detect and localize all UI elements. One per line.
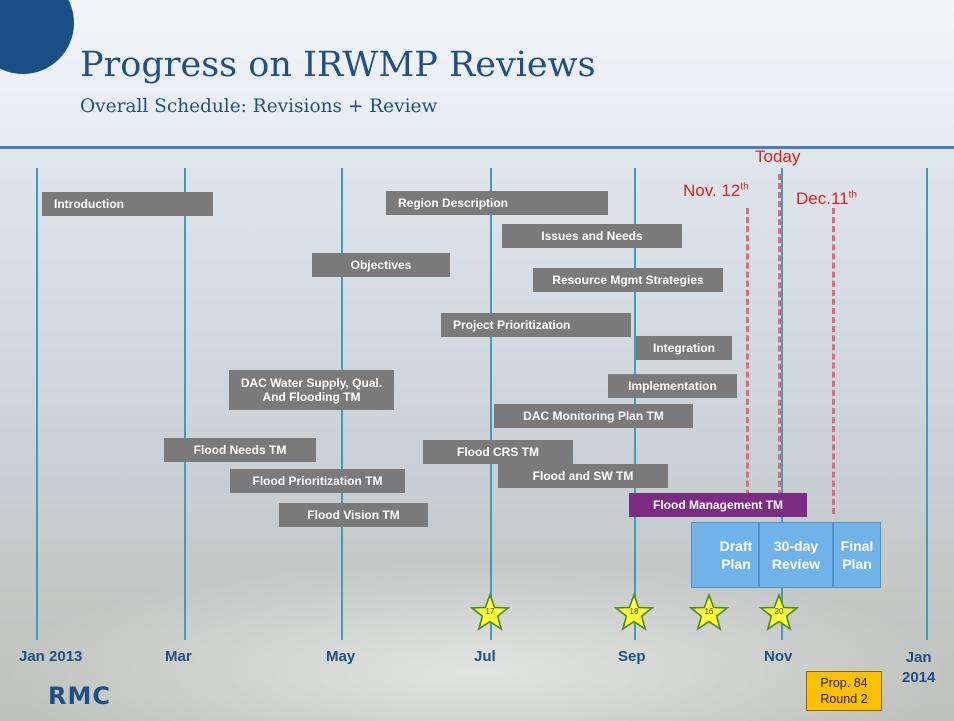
task-bar-flood-needs: Flood Needs TM [164, 438, 316, 462]
draft-plan-box: Draft Plan [691, 522, 759, 588]
task-bar-objectives: Objectives [312, 253, 450, 277]
header-divider [0, 146, 954, 149]
milestone-dec11-label: Dec.11th [796, 189, 857, 208]
today-label: Today [755, 147, 801, 166]
gridline-jan-2014 [926, 168, 928, 640]
milestone-dec11-line [832, 208, 835, 514]
slide-subtitle: Overall Schedule: Revisions + Review [80, 96, 438, 117]
gridline-mar [184, 168, 186, 640]
gridline-jul [490, 168, 492, 640]
gridline-nov [781, 168, 783, 640]
task-bar-flood-vision: Flood Vision TM [279, 503, 428, 527]
review-30-day-box: 30-day Review [759, 522, 833, 588]
task-bar-dac-water-supply: DAC Water Supply, Qual. And Flooding TM [229, 370, 394, 410]
month-label-nov: Nov [764, 648, 793, 665]
star-icon: 20 [759, 593, 799, 633]
prop84-badge: Prop. 84 Round 2 [806, 671, 882, 711]
star-number: 17 [485, 607, 495, 616]
task-bar-dac-monitoring-plan: DAC Monitoring Plan TM [494, 404, 693, 428]
star-number: 20 [774, 607, 784, 616]
task-bar-integration: Integration [636, 336, 732, 360]
task-bar-flood-crs: Flood CRS TM [423, 440, 573, 464]
task-bar-resource-mgmt-strategies: Resource Mgmt Strategies [533, 268, 723, 292]
month-label-sep: Sep [618, 648, 646, 665]
star-icon: 17 [470, 593, 510, 633]
task-bar-introduction: Introduction [42, 192, 213, 216]
task-bar-flood-management: Flood Management TM [629, 493, 807, 517]
star-icon: 16 [689, 593, 729, 633]
final-plan-box: Final Plan [833, 522, 881, 588]
month-label-jan-2014: Jan 2014 [902, 649, 936, 686]
corner-circle-decoration [0, 0, 74, 74]
rmc-logo: RMC [48, 682, 111, 710]
slide-title: Progress on IRWMP Reviews [80, 45, 596, 85]
task-bar-flood-and-sw: Flood and SW TM [498, 464, 668, 488]
slide-header: Progress on IRWMP Reviews Overall Schedu… [0, 0, 954, 149]
task-bar-region-description: Region Description [386, 191, 608, 215]
star-number: 16 [704, 607, 714, 616]
milestone-nov12-label: Nov. 12th [683, 181, 749, 200]
gridline-jan-2013 [36, 168, 38, 640]
milestone-nov12-line [746, 208, 749, 514]
month-label-jan-2013: Jan 2013 [19, 648, 83, 665]
month-label-may: May [326, 648, 356, 665]
month-label-mar: Mar [165, 648, 192, 665]
task-bar-flood-prioritization: Flood Prioritization TM [230, 469, 405, 493]
month-label-jul: Jul [474, 648, 496, 665]
task-bar-implementation: Implementation [608, 374, 737, 398]
star-number: 18 [629, 607, 639, 616]
today-line [778, 174, 781, 514]
task-bar-issues-and-needs: Issues and Needs [502, 224, 682, 248]
task-bar-project-prioritization: Project Prioritization [441, 313, 631, 337]
star-icon: 18 [614, 593, 654, 633]
